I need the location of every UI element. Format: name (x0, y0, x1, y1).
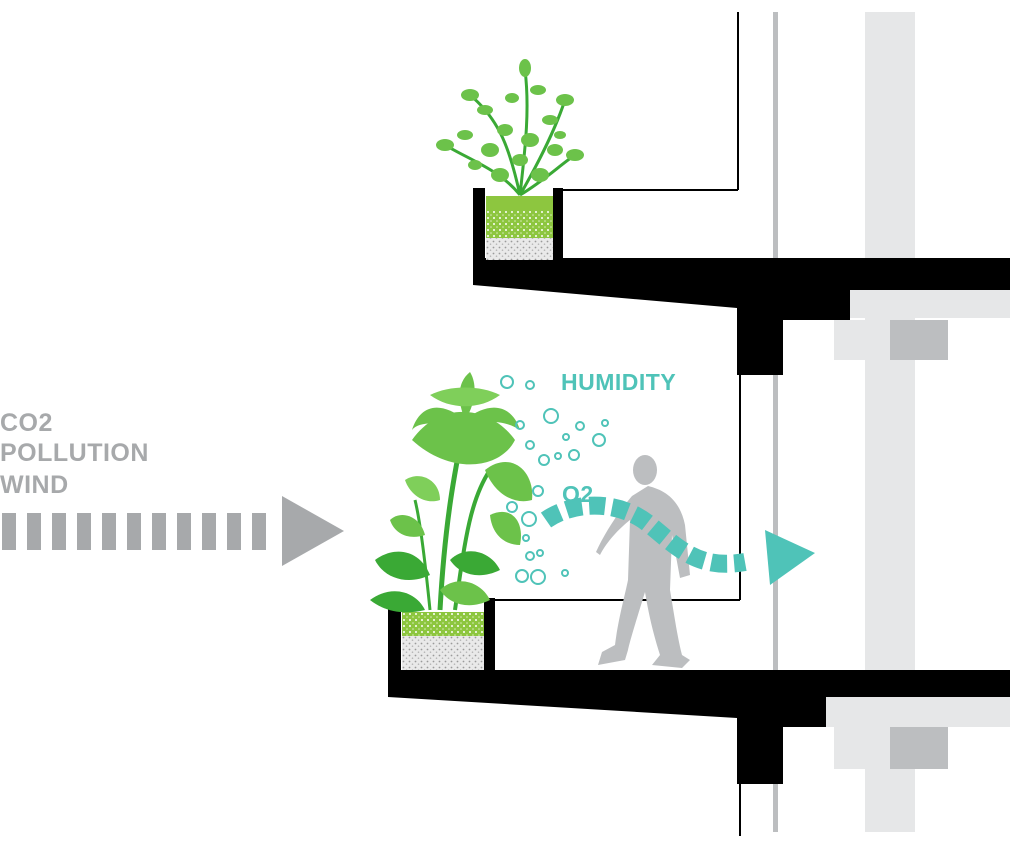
wind-dash (252, 513, 266, 550)
wind-arrow-head (282, 496, 344, 566)
upper-planter (473, 188, 563, 263)
o2-label: O2 (562, 481, 594, 507)
humidity-bubbles (500, 375, 609, 585)
lower-planter (388, 598, 495, 676)
lower-floor-slab (388, 670, 1010, 784)
wind-dash (77, 513, 91, 550)
tropical-plant-planter-icon (370, 372, 533, 613)
wind-label: WIND (0, 471, 69, 499)
humidity-label: HUMIDITY (561, 369, 677, 395)
walking-person-icon (596, 455, 690, 668)
dashed-arrow-right-icon (2, 496, 344, 566)
co2-label: CO2 (0, 409, 53, 437)
shrub-planter-icon (436, 59, 584, 197)
wind-dash (27, 513, 41, 550)
wind-dash (177, 513, 191, 550)
wind-dash (202, 513, 216, 550)
pollution-label: POLLUTION (0, 439, 149, 467)
curved-dashed-arrow-icon (540, 496, 815, 585)
wind-dash (102, 513, 116, 550)
facade-glazing (484, 12, 778, 836)
background-column (826, 12, 1010, 832)
wind-dash (52, 513, 66, 550)
wind-dash (127, 513, 141, 550)
wind-dash (2, 513, 16, 550)
wind-dash (152, 513, 166, 550)
upper-floor-slab (473, 258, 1010, 375)
wind-dash (227, 513, 241, 550)
